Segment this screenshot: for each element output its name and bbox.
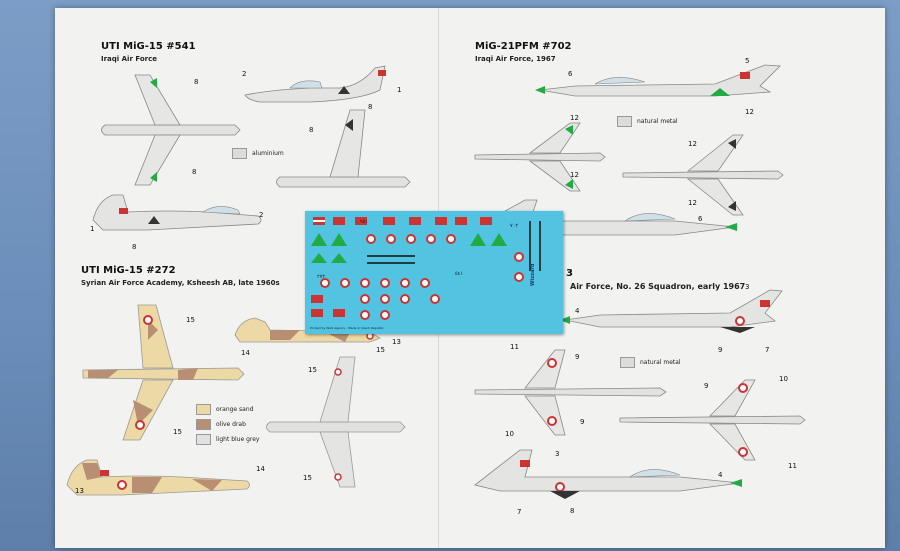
legend-natural-metal-2: natural metal xyxy=(620,357,681,368)
wizzard-logo: Wizzard xyxy=(530,263,536,286)
decal-footer: Printed by Wizz Agency - Made in Czech R… xyxy=(310,326,384,330)
decal-serial: ٥٤١ xyxy=(455,271,464,277)
mig21-side-view-squadron26-2 xyxy=(474,449,742,499)
callout-14: 14 xyxy=(241,349,250,357)
callout-6: 6 xyxy=(698,215,703,223)
callout-8: 8 xyxy=(194,78,199,86)
callout-8: 8 xyxy=(132,243,137,251)
callout-13: 13 xyxy=(75,487,84,495)
mig15-541-side-view xyxy=(244,65,386,103)
legend-light-blue-grey: light blue grey xyxy=(196,434,259,445)
section-subtitle-iraqi-1967: Iraqi Air Force, 1967 xyxy=(475,55,556,63)
legend-orange-sand: orange sand xyxy=(196,404,253,415)
mig21-702-top-view xyxy=(474,122,606,192)
callout-2: 2 xyxy=(259,211,264,219)
mig15-541-top-view xyxy=(101,74,241,186)
callout-12: 12 xyxy=(570,114,579,122)
callout-15: 15 xyxy=(173,428,182,436)
section-title-uti-mig15-541: UTI MiG-15 #541 xyxy=(101,41,196,52)
callout-3: 3 xyxy=(555,450,560,458)
callout-13: 13 xyxy=(392,338,401,346)
swatch-olive-drab xyxy=(196,419,211,430)
callout-1: 1 xyxy=(397,86,402,94)
swatch-light-blue-grey xyxy=(196,434,211,445)
callout-11: 11 xyxy=(788,462,797,470)
mig15-272-side-view-2 xyxy=(66,459,250,496)
mig15-541-side-view-2 xyxy=(92,194,262,231)
swatch-aluminium xyxy=(232,148,247,159)
callout-10: 10 xyxy=(505,430,514,438)
swatch-natural-metal xyxy=(620,357,635,368)
mig15-272-bottom-view xyxy=(266,356,406,488)
section-subtitle-no26-squadron: Air Force, No. 26 Squadron, early 1967 xyxy=(570,282,746,291)
legend-aluminium: aluminium xyxy=(232,148,284,159)
decal-serial: ٩٥١ xyxy=(360,219,369,225)
callout-7: 7 xyxy=(765,346,770,354)
section-title-partial: 3 xyxy=(566,268,573,279)
callout-4: 4 xyxy=(718,471,723,479)
callout-10: 10 xyxy=(779,375,788,383)
callout-9: 9 xyxy=(580,418,585,426)
callout-5: 5 xyxy=(745,57,750,65)
section-title-uti-mig15-272: UTI MiG-15 #272 xyxy=(81,265,176,276)
mig15-272-top-view xyxy=(82,304,245,441)
decal-markings xyxy=(311,217,541,320)
mig21-top-view-squadron26 xyxy=(474,349,667,436)
callout-14: 14 xyxy=(256,465,265,473)
callout-7: 7 xyxy=(517,508,522,516)
callout-9: 9 xyxy=(575,353,580,361)
mig15-541-bottom-view xyxy=(276,109,411,188)
callout-9: 9 xyxy=(704,382,709,390)
swatch-orange-sand xyxy=(196,404,211,415)
legend-label: natural metal xyxy=(640,359,681,366)
mig21-702-bottom-view xyxy=(622,134,784,216)
mig21-702-side-view xyxy=(535,64,781,97)
callout-3: 3 xyxy=(745,283,750,291)
callout-15: 15 xyxy=(376,346,385,354)
callout-4: 4 xyxy=(575,307,580,315)
callout-1: 1 xyxy=(90,225,95,233)
callout-6: 6 xyxy=(568,70,573,78)
mig21-bottom-view-squadron26 xyxy=(619,379,806,461)
legend-label: olive drab xyxy=(216,421,246,428)
callout-8: 8 xyxy=(570,507,575,515)
callout-8: 8 xyxy=(192,168,197,176)
section-subtitle-syrian: Syrian Air Force Academy, Ksheesh AB, la… xyxy=(81,279,280,287)
callout-2: 2 xyxy=(242,70,247,78)
legend-label: light blue grey xyxy=(216,436,260,443)
callout-15: 15 xyxy=(303,474,312,482)
legend-label: orange sand xyxy=(216,406,254,413)
callout-12: 12 xyxy=(570,171,579,179)
callout-12: 12 xyxy=(688,199,697,207)
mig21-side-view-squadron26 xyxy=(560,289,783,333)
legend-olive-drab: olive drab xyxy=(196,419,246,430)
callout-15: 15 xyxy=(186,316,195,324)
callout-11: 11 xyxy=(510,343,519,351)
decal-sheet: ٩٥١ ٢٧٢ ٧٠٢ ٥٤١ Printed by Wizz Agency -… xyxy=(305,211,563,334)
legend-label: aluminium xyxy=(252,150,284,157)
decal-serial: ٢٧٢ xyxy=(317,274,326,280)
swatch-natural-metal xyxy=(617,116,632,127)
section-title-mig21pfm-702: MiG-21PFM #702 xyxy=(475,41,572,52)
callout-8: 8 xyxy=(309,126,314,134)
section-subtitle-iraqi: Iraqi Air Force xyxy=(101,55,157,63)
legend-natural-metal: natural metal xyxy=(617,116,678,127)
callout-15: 15 xyxy=(308,366,317,374)
callout-8: 8 xyxy=(368,103,373,111)
decal-serial: ٧٠٢ xyxy=(510,223,519,229)
callout-9: 9 xyxy=(718,346,723,354)
callout-12: 12 xyxy=(688,140,697,148)
legend-label: natural metal xyxy=(637,118,678,125)
callout-12: 12 xyxy=(745,108,754,116)
